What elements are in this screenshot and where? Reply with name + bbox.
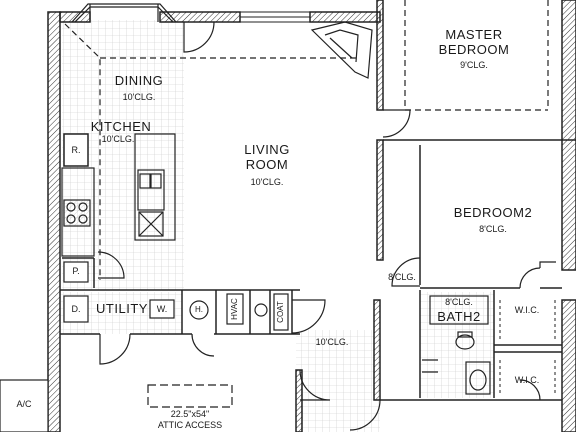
master-bedroom-label-2: BEDROOM xyxy=(438,42,510,57)
kitchen-counters xyxy=(61,167,95,257)
coat-closet-label: COAT xyxy=(276,301,285,323)
kitchen-label: KITCHEN xyxy=(90,119,152,134)
wic-upper-label: W.I.C. xyxy=(514,305,540,315)
dryer-label: D. xyxy=(71,304,81,314)
water-heater-label: H. xyxy=(195,305,203,314)
doors xyxy=(97,21,556,431)
washer-label: W. xyxy=(156,304,168,314)
hall-ceiling-label: 8'CLG. xyxy=(388,272,416,282)
ac-label: A/C xyxy=(16,399,32,409)
bay-window xyxy=(71,3,177,23)
walls xyxy=(47,0,576,432)
ceiling-dashes xyxy=(64,0,549,280)
utility-label: UTILITY xyxy=(96,301,148,316)
appliances xyxy=(63,261,289,331)
bath2-label: BATH2 xyxy=(437,309,481,324)
pantry-label: P. xyxy=(72,266,80,276)
bedroom2-ceiling-label: 8'CLG. xyxy=(479,224,507,234)
ac-pad xyxy=(0,379,49,432)
entry-ceiling-label: 10'CLG. xyxy=(315,337,349,347)
attic-size-label: 22.5"x54" xyxy=(170,409,210,419)
dining-label: DINING xyxy=(114,73,164,88)
kitchen-ceiling-label: 10'CLG. xyxy=(101,134,135,144)
living-ceiling-label: 10'CLG. xyxy=(250,177,284,187)
bedroom2-label: BEDROOM2 xyxy=(453,205,533,220)
master-bedroom-label: MASTER xyxy=(445,27,503,42)
bath-fixtures xyxy=(422,295,491,395)
wic-lower-label: W.I.C. xyxy=(514,375,540,385)
living-room-label: LIVING xyxy=(244,142,290,157)
top-window xyxy=(239,11,311,23)
fireplace xyxy=(310,21,373,79)
hvac-label: HVAC xyxy=(230,298,239,320)
closet-rods xyxy=(499,300,556,396)
attic-access-label: ATTIC ACCESS xyxy=(157,420,223,430)
living-room-label-2: ROOM xyxy=(245,157,289,172)
master-ceiling-label: 9'CLG. xyxy=(460,60,488,70)
refrigerator-label: R. xyxy=(71,145,81,155)
kitchen-island xyxy=(134,133,176,241)
bath2-ceiling-label: 8'CLG. xyxy=(445,297,473,307)
attic-access xyxy=(147,384,233,408)
dining-ceiling-label: 10'CLG. xyxy=(122,92,156,102)
